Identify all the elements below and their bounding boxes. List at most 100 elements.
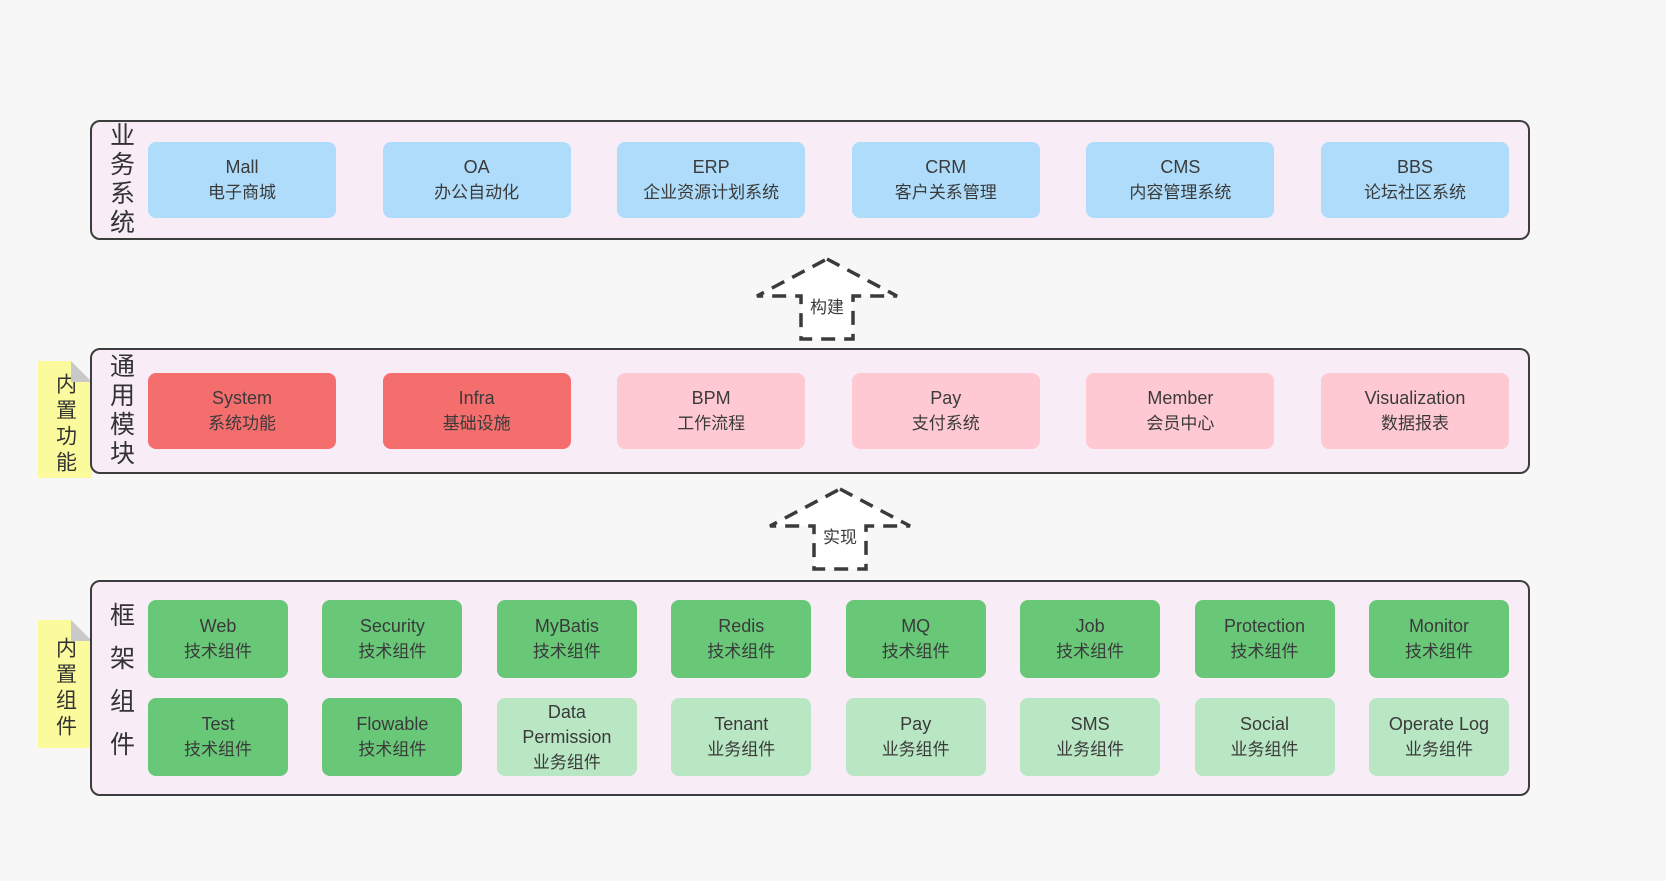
box-title: Infra [458, 388, 495, 408]
box-oa: OA 办公自动化 [382, 142, 571, 218]
box-subtitle: 电子商城 [208, 183, 276, 202]
box-title: CRM [925, 157, 967, 177]
panel-label-wrap: 框架组件 [92, 582, 148, 794]
box-protection: Protection 技术组件 [1194, 600, 1335, 678]
box-subtitle: 技术组件 [358, 642, 427, 661]
box-subtitle: 企业资源计划系统 [643, 183, 780, 202]
box-title: Social [1240, 714, 1290, 734]
box-pay: Pay 支付系统 [851, 373, 1040, 449]
box-subtitle: 基础设施 [442, 414, 511, 433]
box-job: Job 技术组件 [1020, 600, 1161, 678]
sticky-note-label: 内置组件 [53, 637, 77, 741]
box-social: Social 业务组件 [1194, 698, 1335, 776]
box-subtitle: 系统功能 [208, 414, 276, 433]
box-bpm: BPM 工作流程 [617, 373, 806, 449]
panel-common-modules-content: System 系统功能 Infra 基础设施 BPM 工作流程 Pay 支付系统… [148, 350, 1528, 472]
box-title: Visualization [1364, 388, 1466, 408]
box-crm: CRM 客户关系管理 [851, 142, 1040, 218]
box-title: Mall [225, 157, 259, 177]
panel-framework-components-content: Web 技术组件 Security 技术组件 MyBatis 技术组件 Redi… [148, 582, 1528, 794]
box-sms: SMS 业务组件 [1020, 698, 1161, 776]
box-subtitle: 论坛社区系统 [1363, 183, 1466, 202]
box-member: Member 会员中心 [1086, 373, 1275, 449]
box-security: Security 技术组件 [322, 600, 463, 678]
panel-framework-components: 框架组件 Web 技术组件 Security 技术组件 MyBatis 技术组件… [90, 580, 1530, 796]
box-subtitle: 业务组件 [881, 740, 950, 759]
panel-business-systems-label: 业务系统 [106, 122, 135, 238]
box-title: Flowable [356, 714, 429, 734]
box-operate-log: Operate Log 业务组件 [1368, 698, 1509, 776]
box-web: Web 技术组件 [148, 600, 288, 678]
arrow-build: 构建 [754, 256, 900, 342]
box-title: ERP [692, 157, 730, 177]
box-title: Web [199, 616, 237, 636]
box-data-permission: Data Permission 业务组件 [496, 698, 637, 776]
box-title: SMS [1070, 714, 1110, 734]
box-subtitle: 业务组件 [1056, 740, 1125, 759]
box-subtitle: 业务组件 [1404, 740, 1473, 759]
box-subtitle: 数据报表 [1380, 414, 1449, 433]
box-mall: Mall 电子商城 [148, 142, 336, 218]
box-title: Monitor [1408, 616, 1469, 636]
box-subtitle: 业务组件 [532, 752, 601, 772]
box-subtitle: 工作流程 [677, 414, 746, 433]
box-monitor: Monitor 技术组件 [1368, 600, 1509, 678]
box-title: System [211, 388, 272, 408]
box-system: System 系统功能 [148, 373, 336, 449]
box-title: Data Permission [522, 701, 612, 747]
box-pay-business: Pay 业务组件 [845, 698, 986, 776]
box-title: Redis [718, 616, 765, 636]
box-subtitle: 业务组件 [1230, 740, 1299, 759]
box-subtitle: 办公自动化 [434, 183, 520, 202]
box-subtitle: 技术组件 [1230, 642, 1299, 661]
box-subtitle: 内容管理系统 [1129, 183, 1232, 202]
box-subtitle: 技术组件 [532, 642, 601, 661]
box-erp: ERP 企业资源计划系统 [617, 142, 806, 218]
sticky-note-builtin-features: 内置功能 [38, 361, 92, 478]
box-mybatis: MyBatis 技术组件 [496, 600, 637, 678]
box-title: CMS [1160, 157, 1201, 177]
panel-common-modules: 通用模块 System 系统功能 Infra 基础设施 BPM 工作流程 Pay… [90, 348, 1530, 474]
box-subtitle: 会员中心 [1146, 414, 1215, 433]
box-title: BBS [1396, 157, 1433, 177]
panel-framework-components-label: 框架组件 [106, 602, 135, 774]
arrow-build-label: 构建 [807, 297, 847, 319]
box-title: OA [463, 157, 490, 177]
panel-common-modules-label: 通用模块 [106, 353, 135, 469]
panel-business-systems: 业务系统 Mall 电子商城 OA 办公自动化 ERP 企业资源计划系统 CRM… [90, 120, 1530, 240]
box-infra: Infra 基础设施 [382, 373, 571, 449]
box-cms: CMS 内容管理系统 [1086, 142, 1275, 218]
box-title: Tenant [714, 714, 769, 734]
box-title: Job [1075, 616, 1105, 636]
box-title: Security [359, 616, 425, 636]
box-subtitle: 技术组件 [358, 740, 427, 759]
box-subtitle: 技术组件 [1056, 642, 1125, 661]
framework-row-1: Web 技术组件 Security 技术组件 MyBatis 技术组件 Redi… [148, 600, 1509, 678]
sticky-note-builtin-components: 内置组件 [38, 620, 92, 748]
sticky-note-label: 内置功能 [53, 372, 77, 477]
framework-row-2: Test 技术组件 Flowable 技术组件 Data Permission … [148, 698, 1509, 776]
box-title: Operate Log [1388, 714, 1489, 734]
panel-label-wrap: 通用模块 [92, 350, 148, 472]
box-test: Test 技术组件 [148, 698, 288, 776]
box-subtitle: 技术组件 [184, 740, 252, 759]
box-title: Test [201, 714, 235, 734]
box-subtitle: 客户关系管理 [894, 183, 997, 202]
panel-business-systems-content: Mall 电子商城 OA 办公自动化 ERP 企业资源计划系统 CRM 客户关系… [148, 122, 1528, 238]
arrow-implement-label: 实现 [820, 527, 860, 549]
box-subtitle: 技术组件 [184, 642, 252, 661]
box-mq: MQ 技术组件 [845, 600, 986, 678]
box-title: Member [1147, 388, 1214, 408]
box-title: Pay [900, 714, 932, 734]
box-redis: Redis 技术组件 [671, 600, 812, 678]
box-title: BPM [691, 388, 731, 408]
box-subtitle: 技术组件 [881, 642, 950, 661]
box-title: Protection [1224, 616, 1306, 636]
box-tenant: Tenant 业务组件 [671, 698, 812, 776]
box-flowable: Flowable 技术组件 [322, 698, 463, 776]
box-subtitle: 技术组件 [707, 642, 776, 661]
panel-label-wrap: 业务系统 [92, 122, 148, 238]
box-subtitle: 业务组件 [707, 740, 776, 759]
box-bbs: BBS 论坛社区系统 [1320, 142, 1509, 218]
box-visualization: Visualization 数据报表 [1320, 373, 1509, 449]
